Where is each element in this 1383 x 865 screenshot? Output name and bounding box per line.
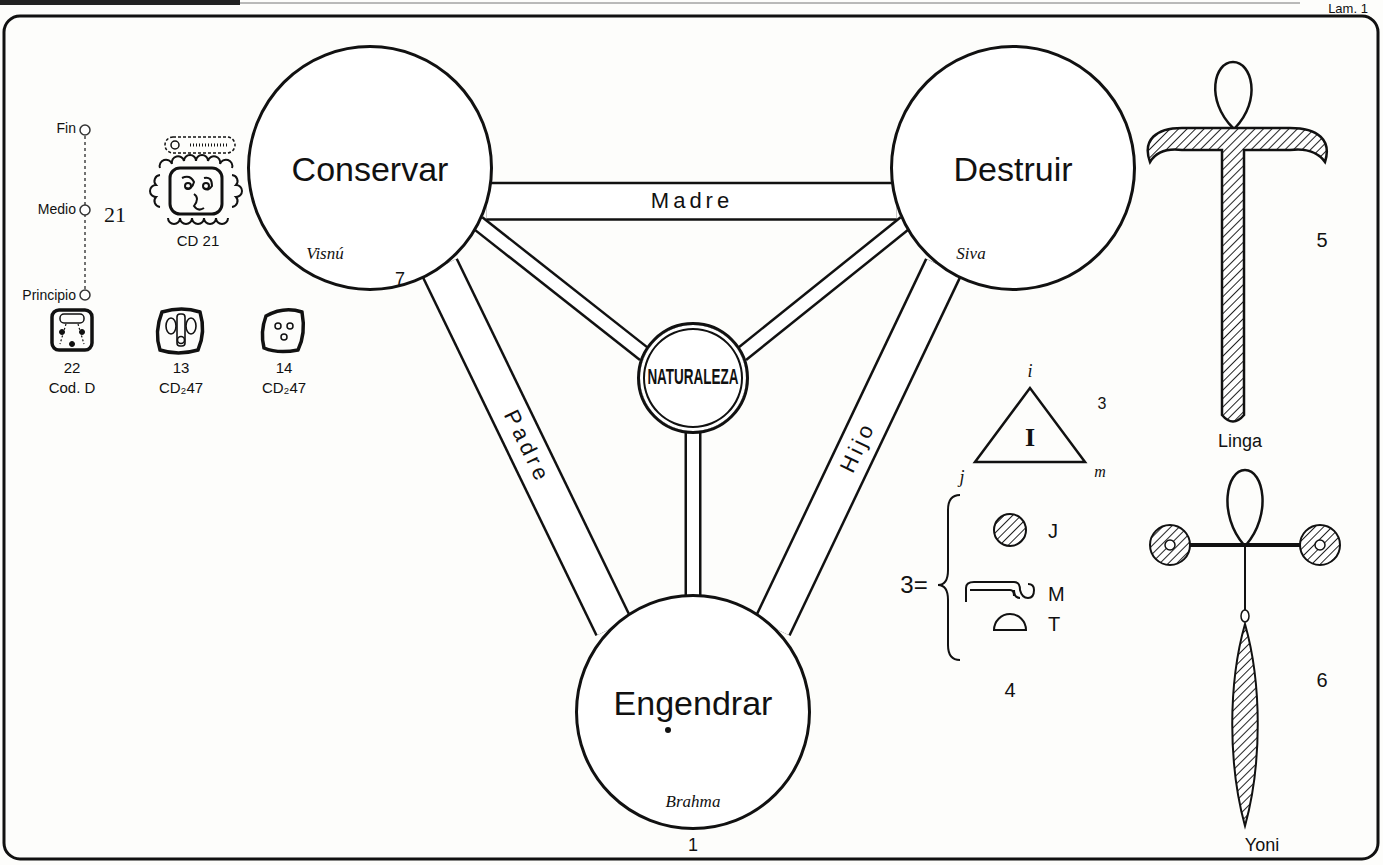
linga-symbol	[1148, 62, 1327, 422]
band-connector	[439, 267, 613, 627]
band-stroke	[439, 267, 613, 627]
center-circle: NATURALEZA	[637, 322, 749, 434]
figure-number: 6	[1316, 669, 1327, 691]
dot-mark	[665, 727, 671, 733]
figure-number: 1	[688, 836, 698, 856]
glyph-22	[52, 310, 92, 350]
letter-label: I	[1025, 424, 1035, 453]
letter-label: T	[1048, 613, 1060, 635]
figure-number: 22	[64, 360, 81, 377]
band-stroke	[478, 223, 645, 354]
triangle-symbol	[975, 388, 1085, 462]
top-bar	[0, 0, 240, 5]
band-stroke	[772, 267, 943, 627]
letter-label: m	[1094, 463, 1106, 481]
figure-number: 5	[1316, 229, 1327, 251]
letter-label: j	[959, 468, 964, 488]
figure-caption: CD 21	[177, 233, 220, 250]
figure-number: 7	[395, 270, 405, 290]
band-connector	[742, 223, 906, 354]
figure-caption: CD₂47	[262, 380, 306, 397]
letter-label: i	[1027, 362, 1032, 382]
figure-caption: Cod. D	[49, 380, 96, 397]
band-stroke	[685, 432, 702, 596]
node-title: Engendrar	[614, 685, 773, 722]
figure-number: 21	[104, 203, 126, 227]
plate-frame	[4, 16, 1378, 859]
deity-name: Brahma	[666, 793, 721, 812]
plate-number: Lam. 1	[1328, 2, 1368, 16]
deity-name: Siva	[956, 245, 985, 264]
band-connector	[772, 267, 943, 627]
band-stroke	[439, 267, 613, 627]
band-stroke	[687, 432, 699, 596]
symbol-name: Yoni	[1245, 836, 1279, 856]
letter-label: J	[1048, 520, 1058, 542]
timeline-figure	[80, 125, 90, 300]
band-stroke	[478, 223, 645, 354]
band-stroke	[742, 223, 906, 354]
scale-label: Principio	[22, 288, 76, 303]
band-connector	[478, 223, 645, 354]
scale-label: Medio	[38, 202, 76, 217]
circle-node: DestruirSiva	[890, 45, 1136, 291]
yoni-symbol	[1150, 470, 1340, 826]
figure-caption: CD₂47	[159, 380, 203, 397]
figure-number: 14	[276, 360, 293, 377]
band-stroke	[486, 184, 896, 218]
figure-number: 3	[1098, 395, 1107, 413]
figure-number: 13	[173, 360, 190, 377]
node-title: Destruir	[953, 151, 1072, 188]
node-title: Conservar	[292, 151, 449, 188]
letter-label: M	[1048, 583, 1065, 605]
equation-label: 3=	[900, 572, 927, 598]
band-label: Padre	[497, 404, 556, 491]
scale-label: Fin	[57, 121, 76, 136]
circle-node: EngendrarBrahma	[575, 594, 811, 830]
brace-figure-4	[938, 495, 1034, 660]
circle-node: ConservarVisnú	[247, 45, 493, 291]
band-stroke	[486, 182, 896, 221]
glyph-14	[262, 310, 303, 352]
node-title: NATURALEZA	[647, 365, 738, 390]
band-stroke	[772, 267, 943, 627]
top-rule	[240, 3, 1300, 4]
glyph-13	[157, 309, 202, 353]
band-label: Hijo	[834, 415, 882, 479]
band-connector	[693, 432, 694, 596]
band-label: Madre	[647, 189, 735, 213]
glyph-cd21	[150, 137, 242, 224]
symbol-name: Linga	[1218, 432, 1262, 452]
figure-number: 4	[1004, 679, 1015, 701]
band-stroke	[742, 223, 906, 354]
deity-name: Visnú	[306, 245, 343, 264]
